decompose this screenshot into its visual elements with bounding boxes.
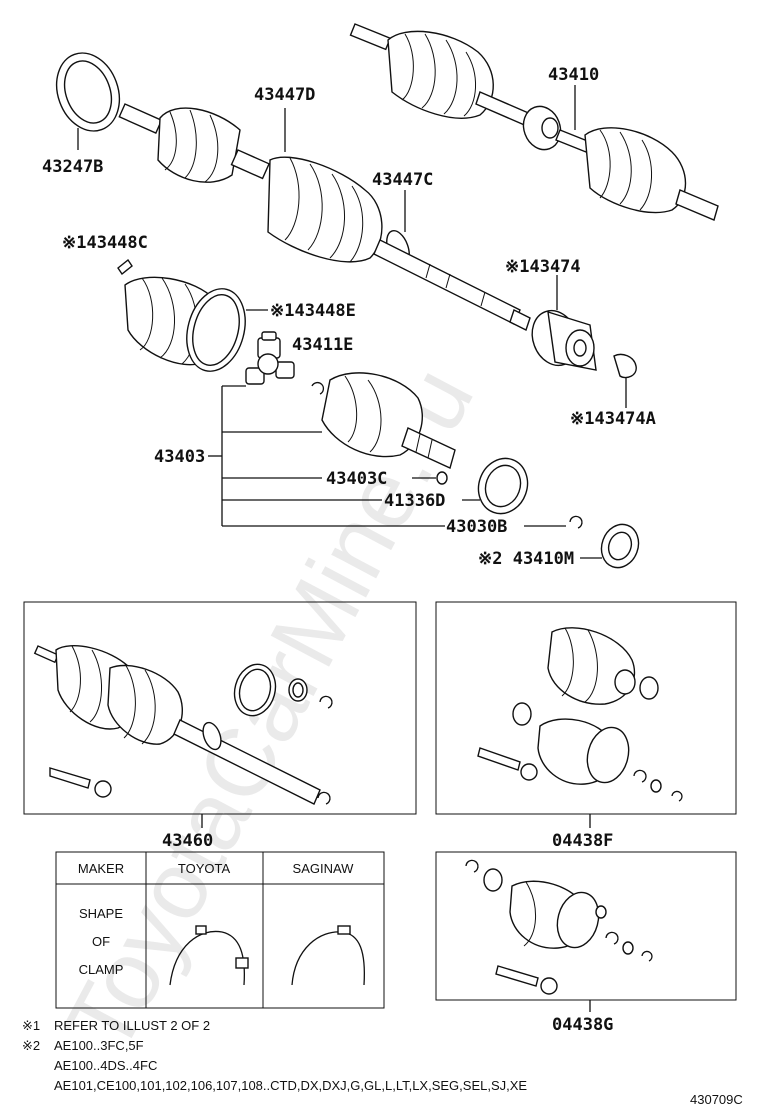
label-43460: 43460 (162, 831, 213, 851)
label-43447C: 43447C (372, 170, 433, 190)
note-3-text: AE100..4DS..4FC (54, 1058, 157, 1073)
label-43411E: 43411E (292, 335, 353, 355)
label-43403: 43403 (154, 447, 205, 467)
toyota-clamp-drawing (169, 925, 249, 986)
kit-box-04438G (435, 851, 737, 1001)
inner-boot (124, 276, 246, 372)
label-43448E: ※143448E (270, 301, 356, 321)
label-43410M: ※2 43410M (478, 549, 574, 569)
label-04438G: 04438G (552, 1015, 613, 1035)
illustration-code: 430709C (690, 1092, 743, 1107)
note-1-mark: ※1 (22, 1018, 40, 1033)
label-43474: ※143474 (505, 257, 581, 277)
drive-shaft-assembly-43410 (349, 23, 719, 221)
bracket-43403 (208, 385, 445, 527)
note-4-text: AE101,CE100,101,102,106,107,108..CTD,DX,… (54, 1078, 527, 1093)
note-1-text: REFER TO ILLUST 2 OF 2 (54, 1018, 210, 1033)
label-43447D: 43447D (254, 85, 315, 105)
kit-04438F-contents (477, 627, 683, 802)
note-2-mark: ※2 (22, 1038, 40, 1053)
table-header-maker: MAKER (78, 861, 124, 876)
seal-41336D (477, 457, 529, 515)
label-43448C: ※143448C (62, 233, 148, 253)
kit-box-04438F (435, 601, 737, 815)
center-bearing-43474 (531, 309, 597, 371)
label-43403C: 43403C (326, 469, 387, 489)
table-header-saginaw: SAGINAW (293, 861, 355, 876)
snap-ring-43030B (569, 515, 583, 529)
kit-04438G-contents (465, 859, 653, 995)
label-04438F: 04438F (552, 831, 613, 851)
row-label-line-1: SHAPE (79, 906, 123, 921)
clip-43474A (613, 353, 637, 379)
inner-joint-housing (321, 372, 456, 469)
note-2-text: AE100..3FC,5F (54, 1038, 144, 1053)
snap-ring-43411E (311, 382, 324, 395)
clamp-table (55, 851, 385, 1009)
row-label-line-3: CLAMP (79, 962, 124, 977)
kit-box-43460 (23, 601, 417, 815)
label-43474A: ※143474A (570, 409, 656, 429)
table-header-toyota: TOYOTA (178, 861, 231, 876)
outer-cv-joint-shaft (118, 103, 531, 331)
label-41336D: 41336D (384, 491, 445, 511)
seal-43410M (600, 523, 640, 569)
label-43410: 43410 (548, 65, 599, 85)
saginaw-clamp-drawing (291, 925, 366, 986)
clamp-43448C (117, 258, 133, 276)
row-label-line-2: OF (92, 934, 110, 949)
tripod-joint (245, 331, 295, 385)
kit-43460-contents (33, 644, 333, 805)
snap-ring-43403C (436, 471, 448, 485)
label-43247B: 43247B (42, 157, 103, 177)
seal-ring-43247B (55, 52, 121, 150)
label-43030B: 43030B (446, 517, 507, 537)
